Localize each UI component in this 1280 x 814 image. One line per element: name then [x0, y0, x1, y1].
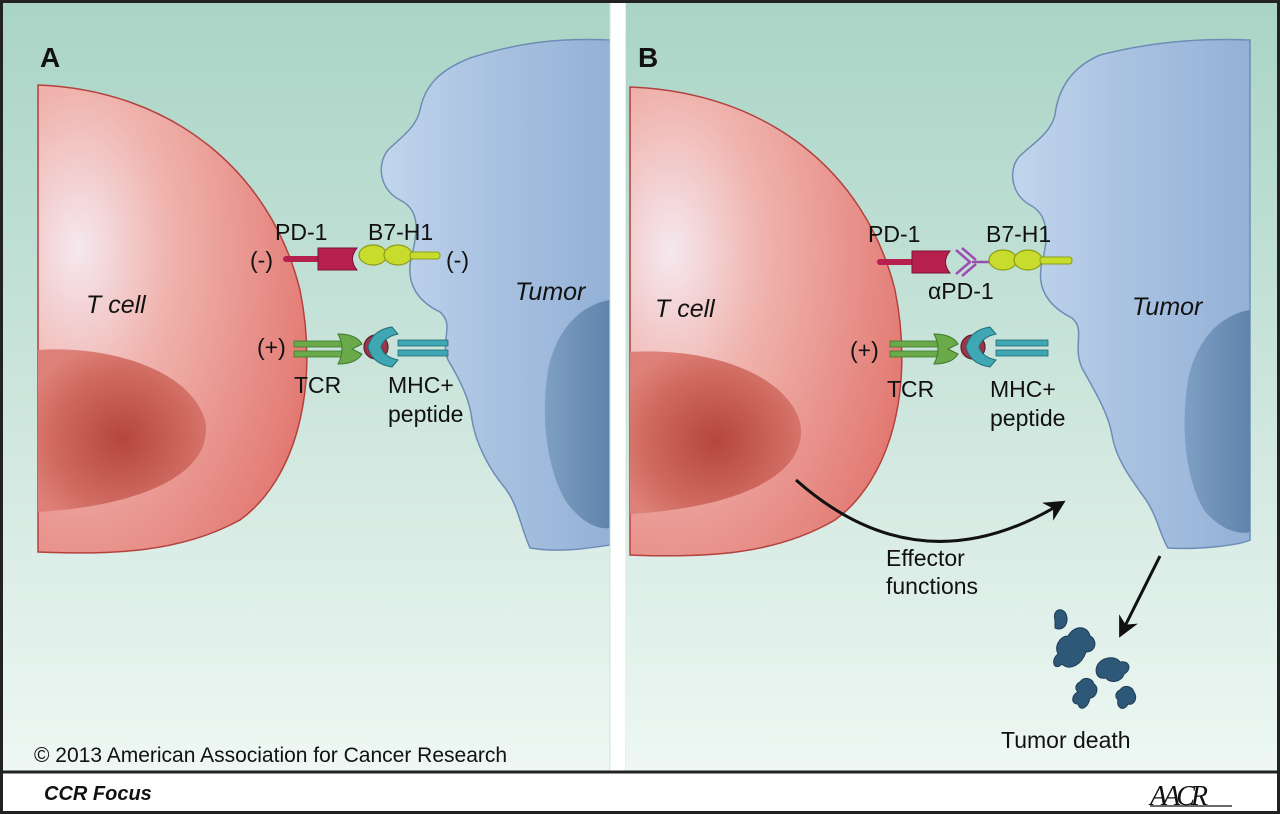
- effector-arrow: [795, 478, 1066, 543]
- t-cell-nucleus: [38, 349, 207, 512]
- footer-bar: [3, 773, 1277, 811]
- t-cell-nucleus: [630, 351, 802, 514]
- mhc-molecule: [367, 326, 449, 368]
- pd1-receptor: [877, 250, 952, 274]
- peptide-label: peptide: [388, 401, 463, 427]
- effector-label: Effector: [886, 545, 965, 571]
- tumor-label: Tumor: [1132, 293, 1204, 321]
- inhibitory-signal-right: (-): [446, 247, 469, 273]
- tcr-label: TCR: [294, 372, 341, 398]
- activating-signal: (+): [257, 334, 286, 360]
- mhc-label: MHC+: [388, 372, 454, 398]
- antibody-label: αPD-1: [928, 278, 994, 304]
- panel-b-letter: B: [638, 42, 658, 73]
- t-cell-label: T cell: [655, 295, 716, 323]
- t-cell-label: T cell: [86, 291, 147, 319]
- aacr-logo: AACR: [1148, 781, 1208, 812]
- inhibitory-signal-left: (-): [250, 247, 273, 273]
- pd1-label: PD-1: [275, 219, 327, 245]
- tumor-nucleus: [544, 300, 610, 529]
- activating-signal: (+): [850, 337, 879, 363]
- mhc-molecule: [965, 326, 1049, 368]
- copyright-notice: © 2013 American Association for Cancer R…: [34, 744, 507, 767]
- peptide-label: peptide: [990, 405, 1065, 431]
- panel-divider: [610, 3, 626, 771]
- pd1-label: PD-1: [868, 221, 920, 247]
- functions-label: functions: [886, 573, 978, 599]
- panel-a: A T cell Tumor PD-1 B7-H1 (-) (-) (+) TC…: [3, 3, 610, 771]
- tumor-death-arrow: [1119, 555, 1162, 638]
- tumor-nucleus: [1184, 310, 1250, 533]
- panel-b: B T cell Tumor PD-1 B7-H1 αPD-1 (+) TCR …: [626, 3, 1277, 771]
- b7h1-ligand: [358, 244, 441, 266]
- b7h1-ligand: [988, 249, 1073, 271]
- tcr-label: TCR: [887, 376, 934, 402]
- tcr-receptor: [889, 333, 959, 365]
- tumor-debris: [1053, 609, 1137, 709]
- b7h1-label: B7-H1: [986, 221, 1051, 247]
- footer-title: CCR Focus: [44, 783, 152, 805]
- tumor-death-label: Tumor death: [1001, 727, 1131, 753]
- anti-pd1-antibody: [955, 247, 990, 277]
- panel-a-letter: A: [40, 42, 60, 73]
- mhc-label: MHC+: [990, 376, 1056, 402]
- b7h1-label: B7-H1: [368, 219, 433, 245]
- tcr-receptor: [293, 333, 363, 365]
- pd1-receptor: [283, 247, 359, 271]
- tumor-label: Tumor: [515, 278, 587, 306]
